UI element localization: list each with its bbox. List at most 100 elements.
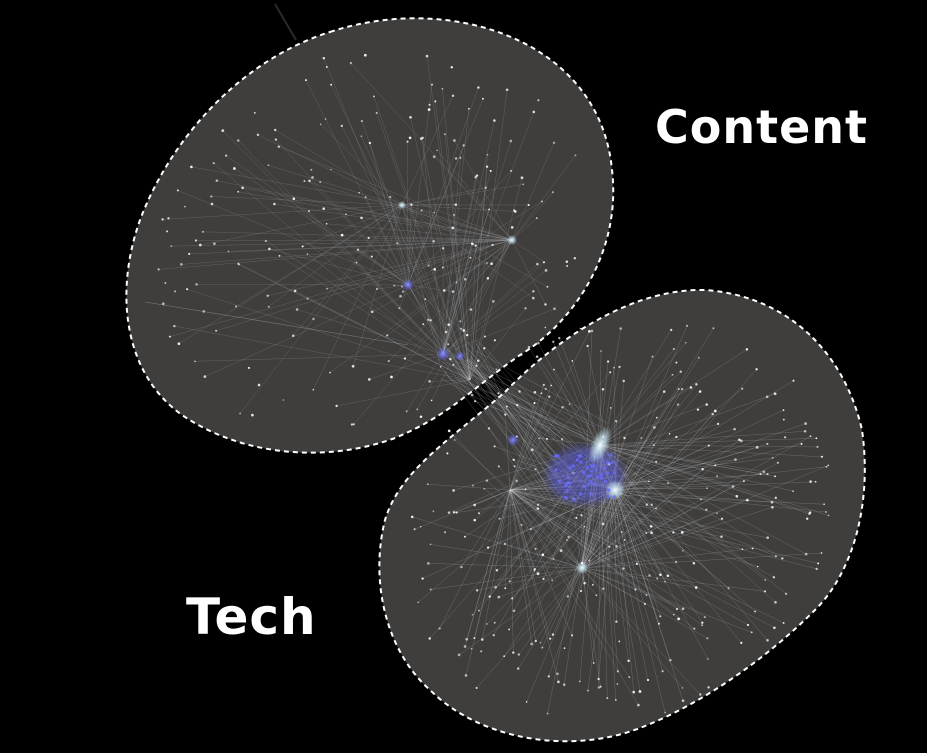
network-edge [614, 489, 827, 513]
network-edge [509, 489, 749, 626]
network-node [561, 406, 564, 409]
network-edge [434, 156, 513, 241]
network-edge [469, 177, 523, 381]
network-edge [509, 385, 552, 491]
network-node [825, 465, 828, 468]
network-edge [614, 489, 718, 514]
network-node [170, 245, 173, 247]
network-node [720, 517, 724, 520]
network-edge [509, 489, 514, 653]
network-edge [278, 146, 513, 241]
network-edge [177, 190, 409, 286]
blue-node [592, 463, 596, 468]
network-node [553, 368, 555, 371]
network-node [164, 282, 167, 284]
network-edge [406, 239, 513, 412]
network-node [551, 579, 554, 582]
network-node [470, 393, 474, 397]
network-node [638, 690, 642, 693]
network-node [203, 375, 207, 378]
network-node [646, 678, 650, 682]
blue-node [592, 482, 596, 486]
network-node [295, 308, 299, 311]
bridge-edge [451, 353, 579, 457]
network-edge [581, 388, 683, 569]
network-node [662, 390, 666, 393]
network-node [227, 250, 230, 253]
bridge-edge [447, 377, 549, 432]
network-node [544, 269, 548, 272]
network-node [657, 622, 661, 625]
network-edge [614, 436, 677, 491]
network-edge [599, 444, 823, 458]
network-node [311, 176, 314, 179]
network-edge [460, 239, 513, 322]
network-node [253, 111, 256, 114]
network-node [754, 610, 756, 613]
network-node [453, 439, 456, 441]
network-node [579, 589, 583, 593]
network-edge [365, 196, 444, 355]
network-node [705, 508, 708, 511]
network-edge [463, 330, 471, 381]
network-node [766, 639, 769, 642]
network-edge [442, 270, 547, 355]
network-edge [509, 384, 545, 491]
network-node [693, 627, 696, 630]
network-edge [458, 567, 583, 656]
network-edge [614, 489, 671, 661]
network-node [763, 590, 767, 593]
network-edge [599, 329, 672, 446]
network-edge [517, 404, 601, 446]
network-edge [581, 404, 679, 569]
network-node [413, 528, 416, 531]
network-node [330, 83, 333, 86]
network-edge [389, 196, 409, 286]
network-edge [269, 248, 409, 286]
network-edge [509, 396, 550, 491]
network-edge [442, 108, 470, 355]
network-edge [509, 403, 535, 491]
network-edge [567, 489, 616, 597]
network-edge [361, 121, 444, 355]
network-node [590, 329, 594, 333]
network-node [762, 470, 766, 474]
network-edge [599, 444, 776, 477]
network-node [304, 79, 308, 82]
network-node [340, 124, 343, 128]
network-node [432, 240, 435, 243]
network-edge [461, 489, 511, 568]
network-node [551, 633, 555, 636]
network-edge [466, 489, 511, 640]
network-edge [376, 112, 471, 381]
network-node [707, 658, 709, 660]
network-edge [401, 204, 447, 333]
tech-region [378, 288, 866, 743]
network-node [235, 305, 237, 308]
network-node [493, 621, 496, 624]
blue-node [606, 471, 610, 476]
network-node [233, 167, 236, 170]
network-node [680, 387, 684, 391]
blue-node [554, 468, 558, 472]
network-node [556, 672, 559, 676]
network-edge [422, 489, 616, 579]
network-node [195, 283, 198, 286]
network-edge [442, 157, 461, 355]
network-node [403, 357, 407, 360]
network-node [198, 243, 202, 247]
network-node [703, 616, 706, 619]
bridge-edge [478, 340, 583, 453]
network-edge [614, 489, 773, 503]
network-node [463, 278, 467, 281]
network-node [322, 207, 325, 210]
network-edge [614, 489, 743, 550]
network-edge [539, 438, 601, 446]
network-node [692, 562, 696, 565]
network-node [671, 373, 674, 376]
network-node [530, 448, 534, 452]
network-node [417, 601, 420, 604]
network-node [210, 202, 214, 206]
network-edge [526, 489, 616, 702]
network-edge [495, 489, 616, 588]
